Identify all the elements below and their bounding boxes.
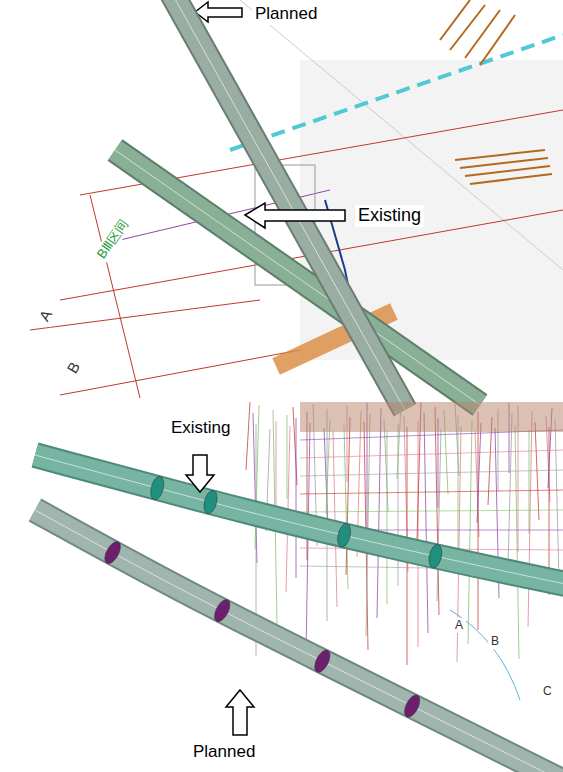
- cad-line: [555, 419, 559, 581]
- section-arc: [450, 610, 520, 700]
- structure-band: [300, 402, 563, 432]
- tunnel-outline: [35, 510, 560, 772]
- tunnels-3d: [35, 455, 563, 772]
- segment-ring: [427, 543, 444, 569]
- label-text: A: [452, 618, 466, 633]
- cad-line: [346, 417, 350, 575]
- cad-line: [437, 429, 441, 601]
- brown-hatch: [440, 0, 552, 184]
- label-text: Planned: [190, 742, 258, 763]
- callout-arrow: [186, 455, 214, 492]
- callout-arrow: [245, 203, 345, 228]
- cad-line: [327, 409, 328, 621]
- segment-ring: [401, 693, 422, 720]
- cad-line: [246, 402, 250, 470]
- cad-line: [240, 0, 563, 270]
- cad-line: [478, 412, 479, 630]
- tunnels-plan: [115, 0, 480, 410]
- cad-line: [528, 411, 532, 627]
- cad-line: [60, 350, 300, 395]
- cad-line: [300, 450, 563, 458]
- cad-line: [276, 421, 277, 517]
- cad-line: [300, 510, 563, 512]
- tunnel-body: [115, 150, 480, 405]
- tunnel-body: [35, 510, 560, 772]
- boundary-dashed: [230, 35, 563, 150]
- tunnel-axis: [35, 510, 560, 772]
- segment-ring: [202, 489, 220, 515]
- segment-ring: [148, 475, 166, 501]
- label-text: Existing: [355, 205, 424, 227]
- cad-line: [287, 415, 288, 499]
- cad-line: [424, 413, 428, 633]
- cad-line: [377, 408, 381, 618]
- segment-ring: [335, 522, 352, 548]
- cad-line: [468, 420, 472, 644]
- label-text: B: [488, 634, 502, 649]
- segment-ring: [312, 648, 333, 675]
- cad-line: [296, 418, 297, 578]
- label-text: Planned: [252, 4, 320, 25]
- cad-line: [300, 490, 563, 494]
- tunnel-outline: [115, 150, 480, 405]
- cad-line: [90, 195, 140, 398]
- cad-line: [477, 423, 481, 523]
- segment-ring: [211, 597, 233, 624]
- callout-arrow: [195, 2, 242, 22]
- cad-line: [529, 430, 530, 534]
- label-text: Existing: [168, 418, 234, 439]
- segment-ring: [102, 539, 124, 566]
- callout-arrow: [226, 690, 254, 735]
- tunnel-axis: [115, 150, 480, 405]
- cad-line: [30, 300, 260, 330]
- cad-line: [387, 430, 388, 604]
- cad-line: [326, 420, 330, 514]
- cad-line: [366, 414, 370, 636]
- cad-line: [300, 470, 563, 476]
- label-text: C: [540, 684, 555, 699]
- cad-line: [508, 414, 512, 566]
